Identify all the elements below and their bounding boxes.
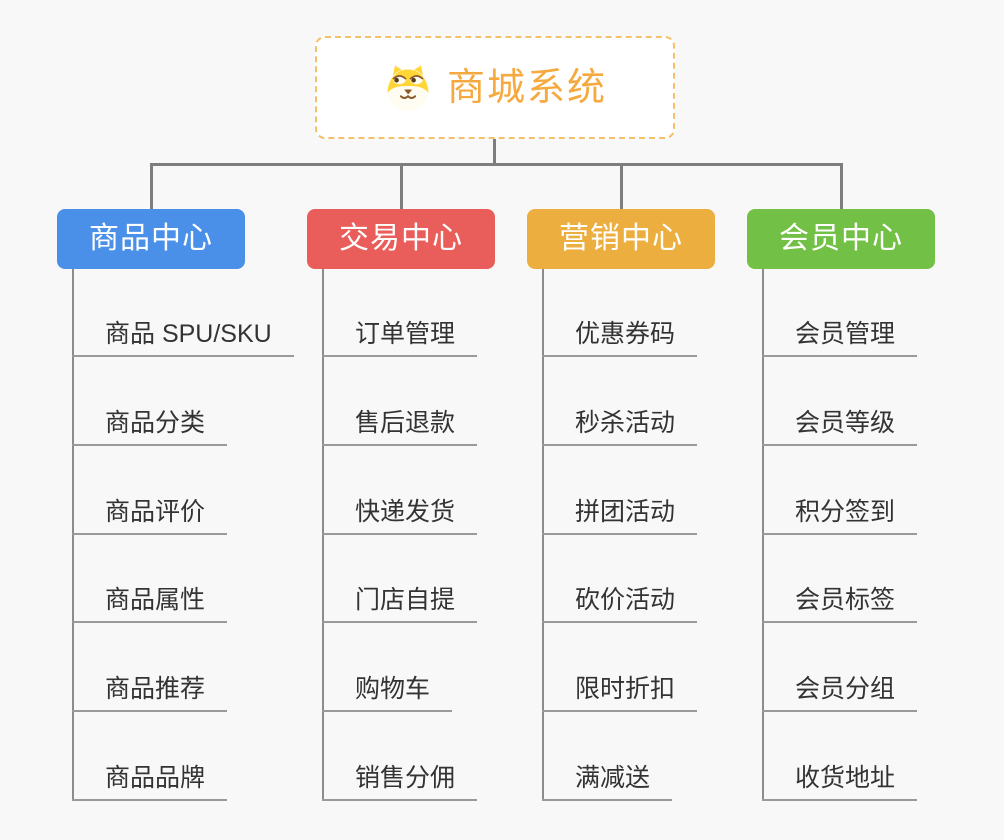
topic-item[interactable]: 销售分佣 bbox=[322, 755, 478, 801]
topic-item[interactable]: 砍价活动 bbox=[542, 577, 698, 623]
dog-face-icon bbox=[383, 63, 433, 113]
topic-item[interactable]: 门店自提 bbox=[322, 577, 478, 623]
connector-branch-drop bbox=[400, 163, 403, 209]
branch-node-product-center[interactable]: 商品中心 bbox=[57, 209, 245, 269]
topic-item[interactable]: 会员标签 bbox=[762, 577, 918, 623]
topic-item[interactable]: 收货地址 bbox=[762, 755, 918, 801]
topic-item[interactable]: 购物车 bbox=[322, 666, 453, 712]
topic-item[interactable]: 满减送 bbox=[542, 755, 673, 801]
root-topic-title: 商城系统 bbox=[446, 66, 607, 109]
branch-label: 会员中心 bbox=[779, 222, 903, 255]
connector-branch-drop bbox=[620, 163, 623, 209]
branch-node-marketing-center[interactable]: 营销中心 bbox=[527, 209, 715, 269]
topic-item[interactable]: 快递发货 bbox=[322, 489, 478, 535]
root-topic[interactable]: 商城系统 bbox=[315, 36, 675, 139]
connector-root-drop bbox=[493, 139, 496, 165]
branch-label: 交易中心 bbox=[339, 222, 463, 255]
branch-label: 营销中心 bbox=[559, 222, 683, 255]
connector-bus bbox=[150, 163, 843, 166]
topic-item[interactable]: 会员管理 bbox=[762, 311, 918, 357]
topic-item[interactable]: 限时折扣 bbox=[542, 666, 698, 712]
topic-item[interactable]: 商品品牌 bbox=[72, 755, 228, 801]
branch-label: 商品中心 bbox=[89, 222, 213, 255]
topic-item[interactable]: 商品评价 bbox=[72, 489, 228, 535]
topic-item[interactable]: 售后退款 bbox=[322, 400, 478, 446]
topic-item[interactable]: 商品推荐 bbox=[72, 666, 228, 712]
topic-item[interactable]: 积分签到 bbox=[762, 489, 918, 535]
topic-item[interactable]: 订单管理 bbox=[322, 311, 478, 357]
topic-item[interactable]: 商品分类 bbox=[72, 400, 228, 446]
topic-item[interactable]: 优惠券码 bbox=[542, 311, 698, 357]
branch-node-member-center[interactable]: 会员中心 bbox=[747, 209, 935, 269]
topic-item[interactable]: 会员等级 bbox=[762, 400, 918, 446]
connector-branch-drop bbox=[840, 163, 843, 209]
topic-item[interactable]: 秒杀活动 bbox=[542, 400, 698, 446]
connector-branch-drop bbox=[150, 163, 153, 209]
topic-item[interactable]: 商品属性 bbox=[72, 577, 228, 623]
topic-item[interactable]: 拼团活动 bbox=[542, 489, 698, 535]
topic-item[interactable]: 会员分组 bbox=[762, 666, 918, 712]
topic-item[interactable]: 商品 SPU/SKU bbox=[72, 311, 294, 357]
branch-node-trade-center[interactable]: 交易中心 bbox=[307, 209, 495, 269]
